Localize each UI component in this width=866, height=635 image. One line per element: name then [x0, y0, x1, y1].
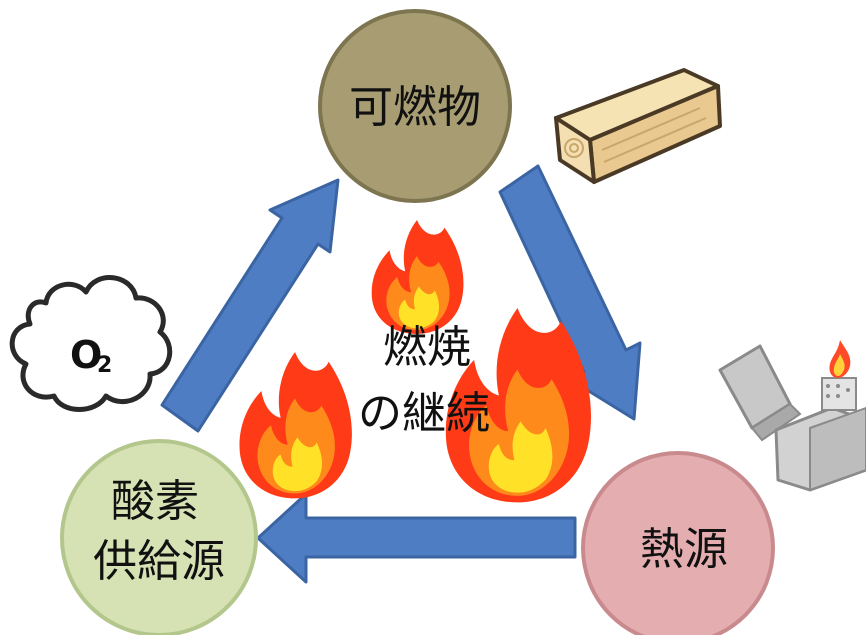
flame-icon-top	[371, 220, 464, 334]
node-fuel-circle	[318, 9, 512, 203]
lighter-icon	[718, 340, 866, 492]
arrow-oxygen-to-fuel	[160, 178, 340, 433]
oxygen-cloud-icon: O 2	[9, 275, 173, 412]
node-oxygen: 酸素 供給源	[60, 439, 258, 635]
node-heat-label: 熱源	[640, 524, 728, 575]
node-heat-circle	[581, 451, 775, 635]
node-oxygen-label-line2: 供給源	[93, 536, 225, 587]
node-heat: 熱源	[581, 451, 775, 635]
arrow-heat-to-oxygen	[256, 492, 577, 584]
cycle-arrows	[160, 164, 642, 584]
center-label-line2: の継続	[358, 388, 490, 439]
center-label: 燃焼 の継続	[358, 322, 490, 439]
flame-icon-left	[239, 352, 352, 499]
node-fuel: 可燃物	[318, 9, 512, 203]
node-oxygen-circle	[60, 439, 258, 635]
center-label-line1: 燃焼	[383, 322, 471, 373]
oxygen-cloud-main: O	[70, 333, 102, 377]
node-oxygen-label-line1: 酸素	[111, 476, 199, 527]
wood-block-icon	[554, 68, 722, 184]
oxygen-cloud-sub: 2	[97, 353, 112, 378]
node-fuel-label: 可燃物	[349, 82, 481, 133]
